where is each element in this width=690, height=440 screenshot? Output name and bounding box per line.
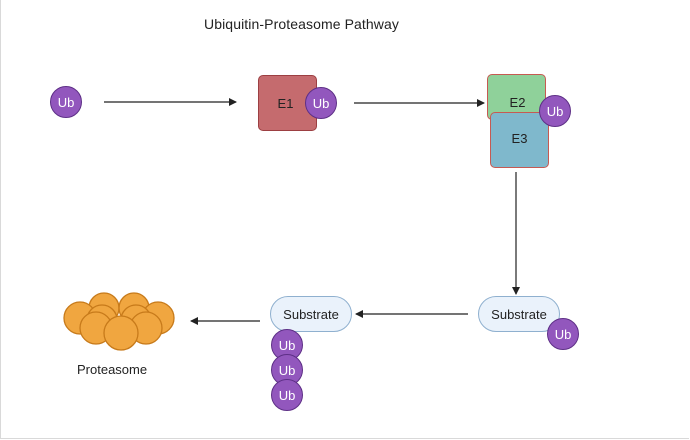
substrate-poly: Substrate	[270, 296, 352, 332]
diagram-title: Ubiquitin-Proteasome Pathway	[204, 16, 400, 32]
e1-label: E1	[277, 95, 294, 111]
e2-label: E2	[509, 95, 526, 110]
substrate-mono: Substrate	[478, 296, 560, 332]
ub-free: Ub	[50, 86, 82, 118]
substrate-mono-ub: Ub	[547, 318, 579, 350]
poly-ub-3: Ub	[271, 379, 303, 411]
proteasome-label: Proteasome	[77, 362, 148, 377]
e2-ub: Ub	[539, 95, 571, 127]
proteasome-icon	[63, 292, 175, 351]
e3-enzyme: E3	[490, 112, 549, 168]
e3-label: E3	[511, 131, 528, 146]
e1-ub: Ub	[305, 87, 337, 119]
